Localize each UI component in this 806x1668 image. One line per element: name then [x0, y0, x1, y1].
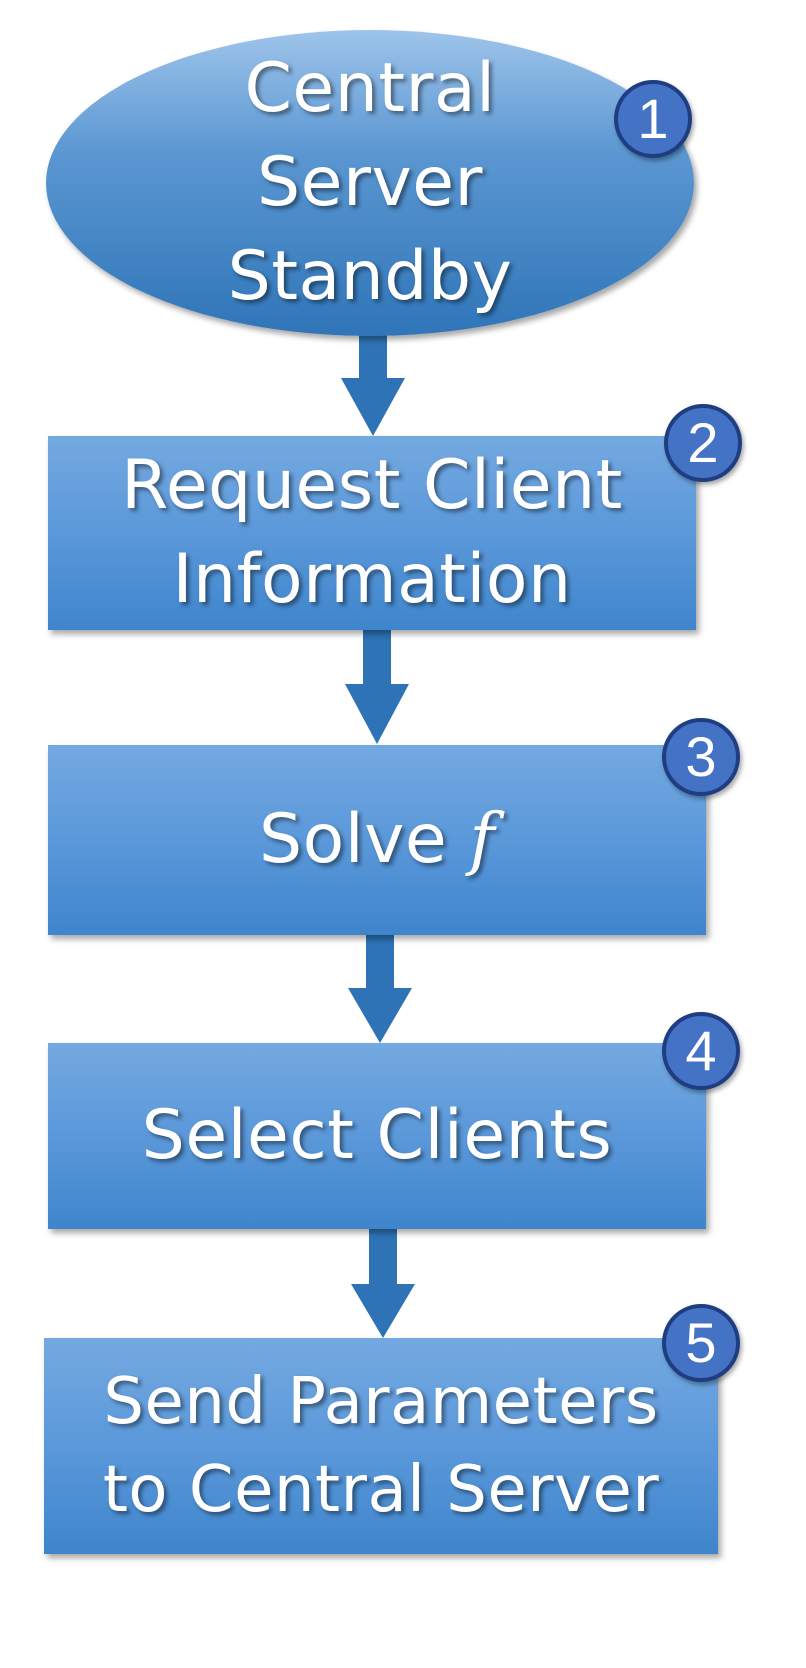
arrow-3-to-4: [348, 934, 412, 1043]
step-1-number-badge: 1: [614, 80, 692, 158]
step-1-line-2: Server: [257, 143, 483, 223]
step-3-number-badge: 3: [662, 718, 740, 796]
step-5-send-parameters: Send Parameters to Central Server: [44, 1338, 718, 1554]
step-5-number-badge: 5: [662, 1304, 740, 1382]
step-5-line-1: Send Parameters: [103, 1364, 659, 1439]
step-1-central-server-standby: Central Server Standby: [46, 30, 694, 336]
step-3-function-symbol: f: [469, 800, 496, 880]
step-3-line-1: Solve f: [259, 793, 495, 887]
step-5-line-2: to Central Server: [102, 1453, 660, 1527]
step-1-line-1: Central: [244, 49, 496, 129]
step-4-line-1: Select Clients: [141, 1096, 613, 1176]
step-4-select-clients: Select Clients: [48, 1043, 706, 1229]
arrow-4-to-5: [351, 1229, 415, 1338]
step-2-number-badge: 2: [664, 404, 742, 482]
step-4-number-badge: 4: [662, 1012, 740, 1090]
step-1-line-3: Standby: [227, 236, 513, 316]
step-2-line-2: Information: [172, 540, 572, 619]
arrow-2-to-3: [345, 628, 409, 744]
arrow-1-to-2: [341, 332, 405, 436]
step-3-label: Solve: [258, 800, 448, 880]
step-3-solve-f: Solve f: [48, 745, 706, 935]
step-2-line-1: Request Client: [121, 446, 623, 526]
step-2-request-client-information: Request Client Information: [48, 436, 696, 630]
